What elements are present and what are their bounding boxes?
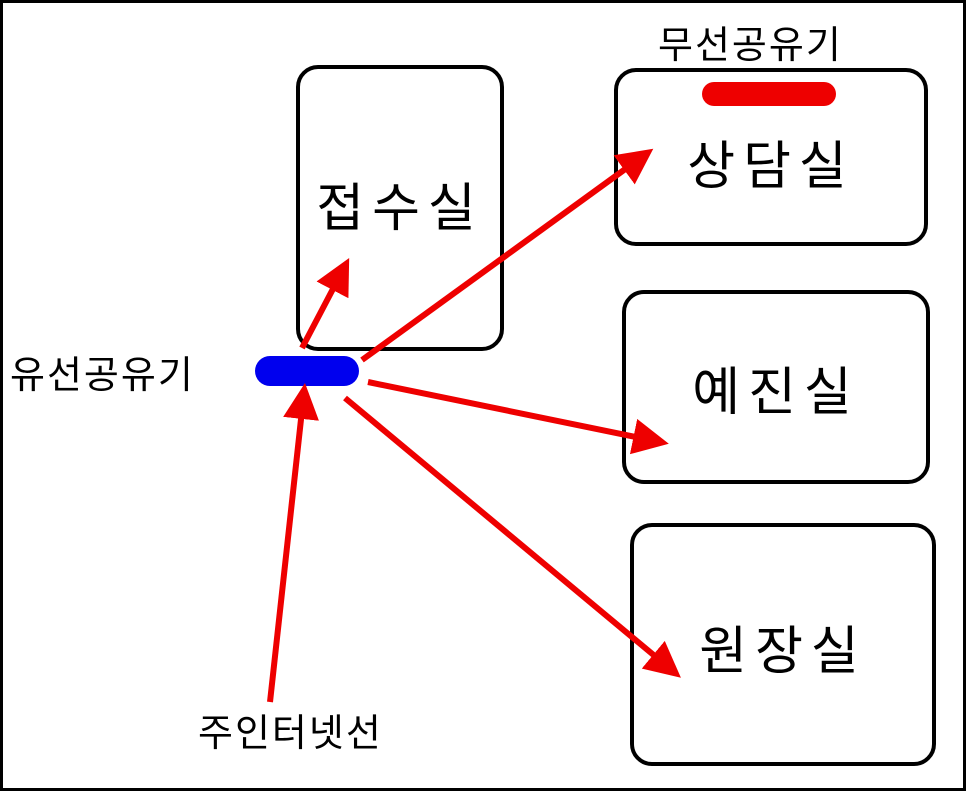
arrow-internet-to-wired-router xyxy=(267,383,319,703)
internet-line-label: 주인터넷선 xyxy=(198,711,383,755)
reception-room-label: 접수실 xyxy=(316,178,484,239)
counseling-room-label: 상담실 xyxy=(687,136,855,197)
wireless-router-shape xyxy=(702,82,836,106)
director-room: 원장실 xyxy=(630,523,936,766)
arrow-to-counseling xyxy=(360,148,654,363)
arrow-to-director xyxy=(343,395,681,678)
prediagnosis-room-label: 예진실 xyxy=(692,362,860,423)
wired-router-label: 유선공유기 xyxy=(10,353,195,397)
arrow-to-prediagnosis xyxy=(367,379,669,455)
arrow-to-reception xyxy=(299,258,350,350)
prediagnosis-room: 예진실 xyxy=(622,290,930,484)
reception-room: 접수실 xyxy=(296,65,504,351)
wired-router-shape xyxy=(255,356,359,386)
wireless-router-label: 무선공유기 xyxy=(658,23,843,67)
director-room-label: 원장실 xyxy=(699,622,867,682)
